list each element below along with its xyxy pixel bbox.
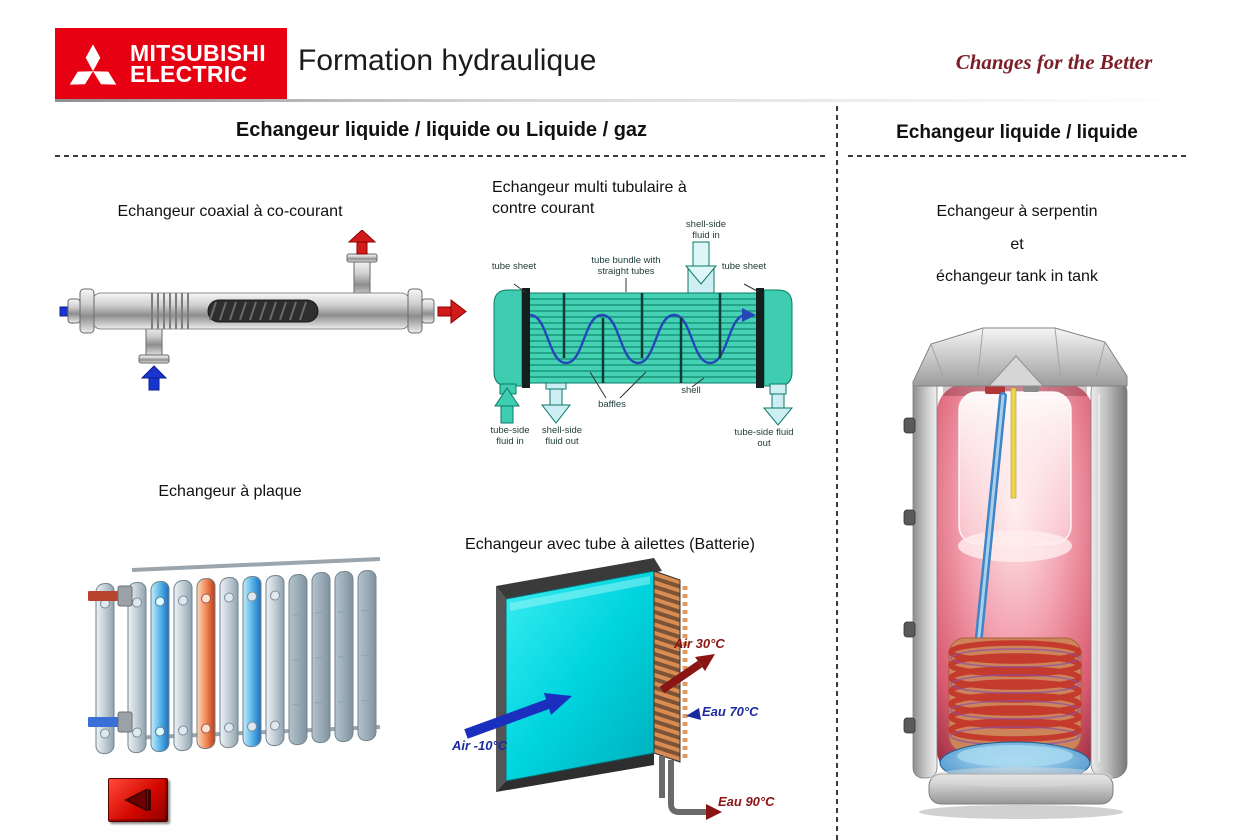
label-air-out: Air 30°C [674,636,725,651]
baffles-lines [562,293,722,383]
label-air-in: Air -10°C [452,738,508,753]
left-column-rule [55,155,828,157]
back-button[interactable] [108,778,168,822]
header-divider [55,99,1188,102]
finned-coil-diagram [464,558,722,820]
brand-line2: ELECTRIC [130,61,248,87]
multitube-label-line2: contre courant [492,200,595,217]
label-water-in: Eau 70°C [702,704,759,719]
finned-tube-exchanger-figure: Air 30°C Air -10°C Eau 70°C Eau 90°C [450,556,800,838]
right-column-rule [848,155,1186,157]
right-caption-line1: Echangeur à serpentin [936,203,1098,220]
heating-coil [948,640,1082,742]
outlet-arrow-icon [437,298,467,325]
multitube-exchanger-figure: tube sheet tube bundle with straight tub… [486,219,801,472]
water-in-arrow-icon [686,708,701,720]
tube-out-arrow-icon [762,393,794,426]
water-out-arrow-icon [706,804,722,820]
tank-in-tank-figure [903,327,1128,819]
coaxial-exchanger-figure [59,230,467,391]
plate-exchanger-figure [88,557,381,755]
cold-in-bottom-arrow-icon [140,365,168,391]
label-shell-side-fluid-out: shell-side fluid out [541,425,583,447]
right-caption-line3: échangeur tank in tank [936,268,1098,285]
mitsubishi-logo: MITSUBISHI ELECTRIC [55,28,287,100]
fins-side-face [653,570,681,763]
label-tube-side-fluid-out: tube-side fluid out [734,427,794,449]
brand-wordmark: MITSUBISHI ELECTRIC [130,40,266,87]
plate-exchanger-label: Echangeur à plaque [158,483,302,500]
shell-out-arrow-icon [540,382,572,424]
shell-in-arrow-icon [684,241,718,285]
brand-line1: MITSUBISHI [130,40,266,66]
coaxial-exchanger-label: Echangeur coaxial à co-courant [117,203,343,220]
finned-tube-exchanger-label: Echangeur avec tube à ailettes (Batterie… [465,536,755,553]
air-out-arrow-icon [659,654,715,694]
multitube-exchanger-label: Echangeur multi tubulaire à contre coura… [492,177,782,219]
anode-rod [1010,387,1017,499]
right-caption-line2: et [1010,236,1024,253]
outer-wall-left [912,377,938,779]
label-baffles: baffles [598,399,626,410]
tube-in-arrow-icon [494,387,520,424]
air-in-arrow-icon [464,693,572,739]
label-water-out: Eau 90°C [718,794,775,809]
multitube-label-line1: Echangeur multi tubulaire à [492,179,687,196]
outer-wall-right [1090,377,1128,779]
fittings [903,417,916,734]
brand-slogan: Changes for the Better [955,50,1153,74]
right-column-title: Echangeur liquide / liquide [896,122,1138,143]
shell-and-tube-diagram [493,241,794,426]
label-tube-bundle: tube bundle with straight tubes [591,255,661,277]
ribbed-section [151,293,189,329]
label-shell-side-fluid-in: shell-side fluid in [685,219,727,241]
label-tube-sheet-right: tube sheet [721,261,767,272]
mitsubishi-three-diamond-icon [69,43,117,85]
label-tube-sheet-left: tube sheet [491,261,537,272]
hot-out-top-arrow-icon [347,230,377,255]
left-column-title: Echangeur liquide / liquide ou Liquide /… [235,119,648,141]
left-arrow-icon [124,788,151,812]
flow-path [529,313,747,365]
slide-title: Formation hydraulique [298,44,597,77]
label-tube-side-fluid-in: tube-side fluid in [490,425,530,447]
pointer-lines [513,278,760,399]
column-divider [836,106,838,840]
label-shell: shell [681,385,701,396]
